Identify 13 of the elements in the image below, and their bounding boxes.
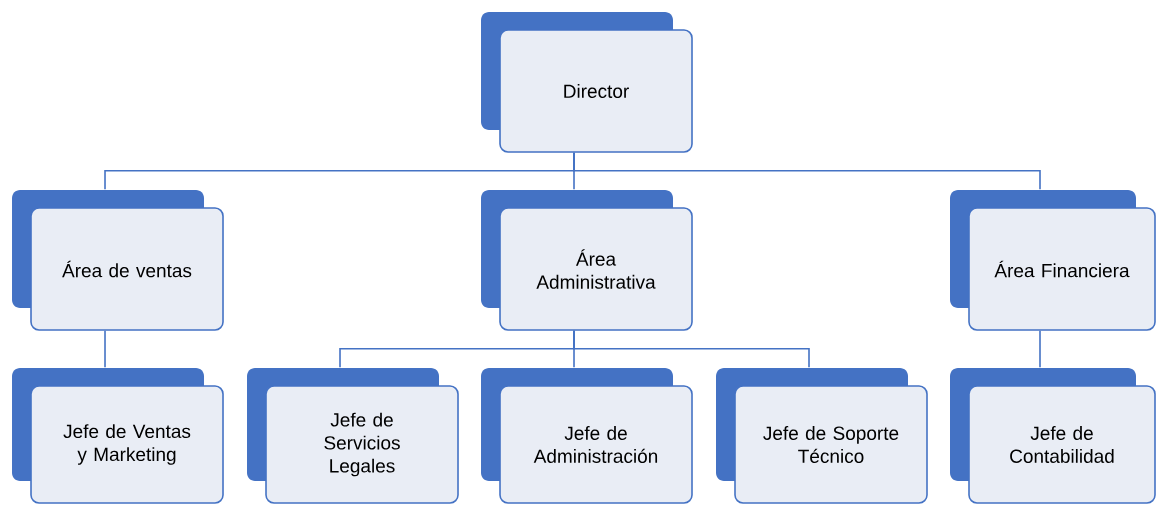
connector-line <box>573 152 1041 190</box>
org-box: Área Administrativa <box>481 190 693 331</box>
connector-line <box>1039 330 1041 368</box>
org-box: Jefe de Ventas y Marketing <box>12 368 224 504</box>
org-box: Área Financiera <box>950 190 1156 331</box>
org-box: Jefe de Servicios Legales <box>247 368 459 504</box>
org-box: Jefe de Administración <box>481 368 693 504</box>
connector-line <box>573 330 810 368</box>
connector-line <box>104 330 106 368</box>
org-box: Director <box>481 12 693 153</box>
org-box: Jefe de Contabilidad <box>950 368 1156 504</box>
org-box: Área de ventas <box>12 190 224 331</box>
org-box: Jefe de Soporte Técnico <box>716 368 928 504</box>
